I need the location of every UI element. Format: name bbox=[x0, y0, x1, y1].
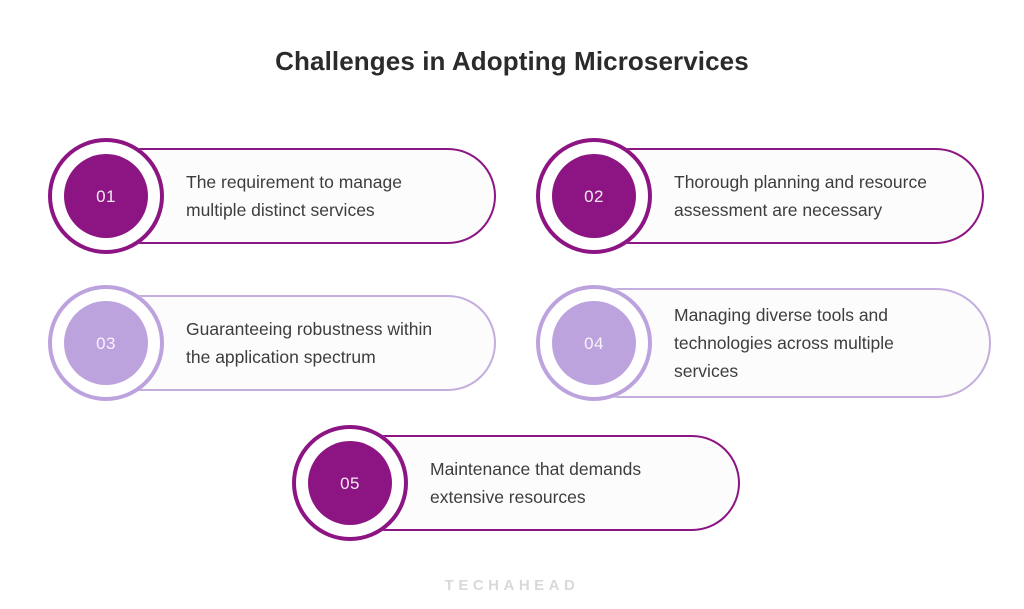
challenge-badge-01: 01 bbox=[48, 138, 164, 254]
challenge-text-03: Guaranteeing robustness within the appli… bbox=[186, 319, 433, 367]
badge-inner-disc: 05 bbox=[308, 441, 392, 525]
badge-outer-ring-icon bbox=[536, 285, 652, 401]
challenge-number-02: 02 bbox=[584, 186, 604, 206]
challenge-number-01: 01 bbox=[96, 186, 116, 206]
brand-watermark: TECHAHEAD bbox=[444, 577, 580, 594]
challenge-badge-03: 03 bbox=[48, 285, 164, 401]
challenge-badge-04: 04 bbox=[536, 285, 652, 401]
badge-inner-disc: 02 bbox=[552, 154, 636, 238]
challenge-number-04: 04 bbox=[584, 333, 604, 353]
badge-outer-ring-icon bbox=[292, 425, 408, 541]
challenge-number-03: 03 bbox=[96, 333, 116, 353]
badge-inner-disc: 04 bbox=[552, 301, 636, 385]
badge-outer-ring-icon bbox=[536, 138, 652, 254]
badge-outer-ring-icon bbox=[48, 285, 164, 401]
challenge-text-01: The requirement to manage multiple disti… bbox=[186, 172, 402, 220]
challenge-number-05: 05 bbox=[340, 473, 360, 493]
challenge-text-02: Thorough planning and resource assessmen… bbox=[674, 172, 927, 220]
page-title: Challenges in Adopting Microservices bbox=[275, 46, 749, 76]
badge-outer-ring-icon bbox=[48, 138, 164, 254]
challenge-text-05: Maintenance that demands extensive resou… bbox=[430, 459, 642, 507]
badge-inner-disc: 03 bbox=[64, 301, 148, 385]
challenge-badge-02: 02 bbox=[536, 138, 652, 254]
badge-inner-disc: 01 bbox=[64, 154, 148, 238]
challenge-text-04: Managing diverse tools and technologies … bbox=[674, 305, 894, 381]
challenge-badge-05: 05 bbox=[292, 425, 408, 541]
